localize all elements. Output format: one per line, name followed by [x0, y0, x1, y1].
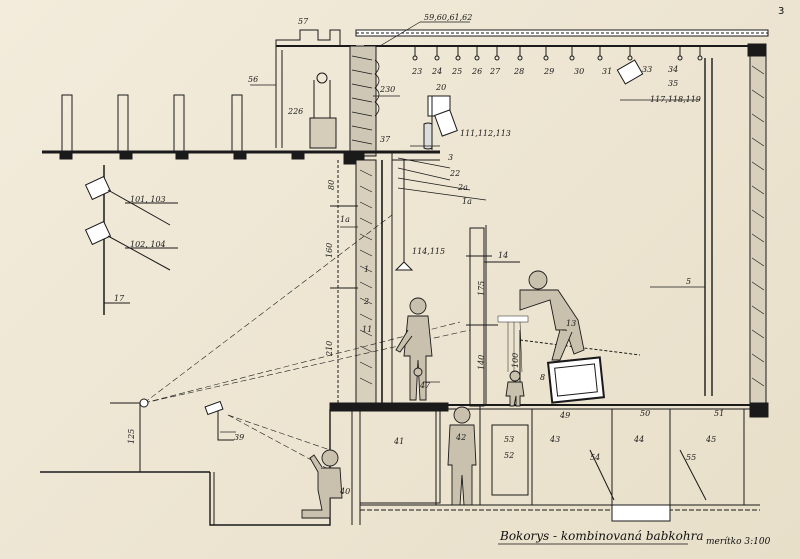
dim-210: 210 — [325, 341, 334, 357]
label-56: 56 — [248, 75, 258, 84]
projector-icon — [204, 400, 224, 416]
dimension-labels: 80 160 210 175 140 100 125 — [127, 180, 520, 444]
page-number: 3 — [778, 6, 784, 17]
label-31: 31 — [602, 67, 612, 76]
label-1a-right: 1a — [462, 197, 472, 206]
label-11: 11 — [362, 325, 372, 334]
label-111: 111,112,113 — [460, 129, 511, 138]
label-55: 55 — [686, 453, 696, 462]
fly-bar-labels: 23 24 25 26 27 28 29 30 31 33 34 35 117,… — [411, 65, 701, 104]
label-53: 53 — [504, 435, 514, 444]
label-8: 8 — [540, 373, 545, 382]
side-spotlights — [84, 165, 178, 315]
label-1: 1 — [364, 265, 369, 274]
puppet-strings — [497, 315, 529, 373]
dim-100: 100 — [511, 353, 520, 368]
label-44: 44 — [633, 435, 644, 444]
label-39: 39 — [234, 433, 244, 442]
drawing-title: Bokorys - kombinovaná babkohra — [499, 529, 704, 543]
stage-floor — [329, 402, 760, 525]
label-5: 5 — [686, 277, 691, 286]
label-20: 20 — [435, 83, 446, 92]
fly-system — [355, 29, 769, 61]
label-1a-left: 1a — [340, 215, 350, 224]
label-40: 40 — [339, 487, 350, 496]
label-3: 3 — [448, 153, 453, 162]
stage-lamps — [394, 59, 644, 271]
label-30: 30 — [574, 67, 584, 76]
puppeteer-figures — [301, 270, 585, 519]
label-50: 50 — [640, 409, 650, 418]
label-51: 51 — [714, 409, 724, 418]
label-49: 49 — [559, 411, 570, 420]
label-42: 42 — [455, 433, 466, 442]
fly-pulleys — [412, 46, 703, 61]
orchestra-pit — [40, 409, 352, 526]
label-37: 37 — [380, 135, 391, 144]
label-34: 34 — [668, 65, 678, 74]
label-114-115: 114,115 — [412, 247, 445, 256]
label-230: 230 — [379, 85, 395, 94]
dim-160: 160 — [325, 243, 334, 258]
dim-80: 80 — [327, 180, 336, 190]
label-29: 29 — [543, 67, 554, 76]
label-54: 54 — [590, 453, 600, 462]
label-33: 33 — [642, 65, 652, 74]
drawing-scale: merítko 3:100 — [706, 536, 771, 547]
label-17: 17 — [114, 294, 125, 303]
label-27: 27 — [489, 67, 501, 76]
label-226: 226 — [287, 107, 303, 116]
dim-175: 175 — [477, 281, 486, 296]
leader-lines — [220, 21, 705, 433]
dim-140: 140 — [477, 355, 486, 370]
label-13: 13 — [566, 319, 576, 328]
proscenium-wall — [355, 150, 440, 406]
label-101-103: 101, 103 — [130, 195, 166, 204]
label-28: 28 — [513, 67, 524, 76]
dim-125: 125 — [127, 429, 136, 444]
label-59-62: 59,60,61,62 — [424, 13, 472, 22]
label-47: 47 — [419, 381, 431, 390]
label-57: 57 — [298, 17, 309, 26]
label-43: 43 — [549, 435, 560, 444]
label-2a: 2a — [457, 183, 468, 192]
label-102-104: 102, 104 — [130, 240, 166, 249]
label-41: 41 — [393, 437, 404, 446]
label-26: 26 — [471, 67, 482, 76]
label-35: 35 — [668, 79, 678, 88]
label-52: 52 — [504, 451, 514, 460]
lamp-icon — [139, 398, 149, 408]
lamp-114-icon — [394, 261, 414, 271]
label-2: 2 — [363, 297, 369, 306]
label-22: 22 — [449, 169, 460, 178]
label-23: 23 — [411, 67, 422, 76]
stage-right-wall — [704, 55, 769, 418]
label-117-119: 117,118,119 — [650, 95, 701, 104]
label-45: 45 — [705, 435, 716, 444]
upper-structure — [275, 29, 380, 157]
label-24: 24 — [431, 67, 442, 76]
label-25: 25 — [451, 67, 462, 76]
spotlight-icon — [616, 59, 644, 85]
label-14: 14 — [498, 251, 508, 260]
